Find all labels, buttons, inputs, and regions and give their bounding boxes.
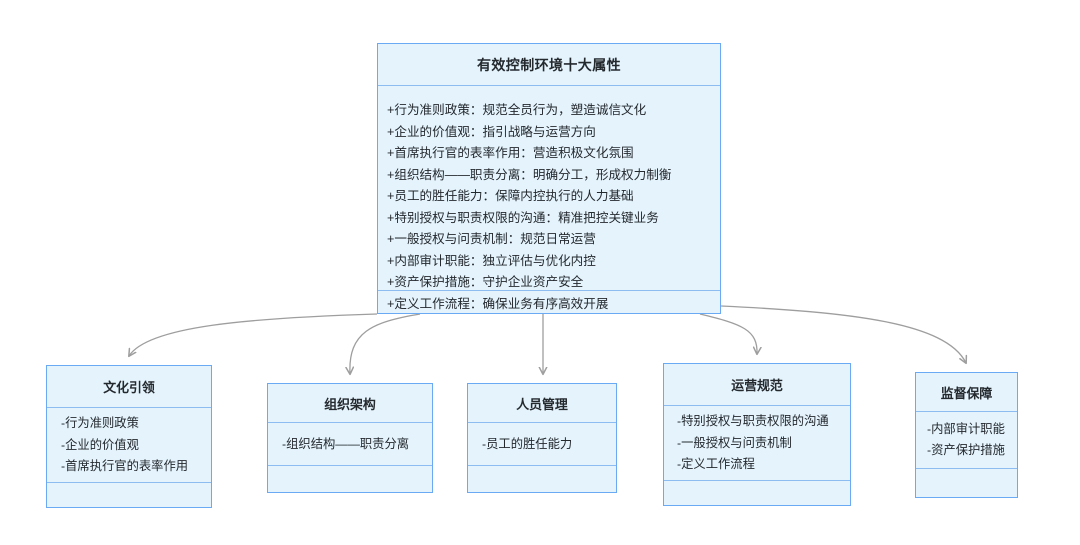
node-culture-item: -行为准则政策 — [61, 416, 139, 431]
node-people-item: -员工的胜任能力 — [482, 436, 573, 451]
node-ops-item: -特别授权与职责权限的沟通 — [677, 414, 829, 429]
root-item: +内部审计职能：独立评估与优化内控 — [387, 253, 596, 268]
node-ops-header: 运营规范 — [664, 364, 850, 407]
node-people[interactable]: 人员管理 -员工的胜任能力 — [467, 383, 617, 493]
node-culture-item: -首席执行官的表率作用 — [61, 459, 189, 474]
node-org-footer — [268, 466, 432, 492]
root-item: +行为准则政策：规范全员行为，塑造诚信文化 — [387, 103, 647, 117]
node-culture-footer — [47, 483, 211, 507]
connector-root-to-org — [350, 313, 421, 374]
node-people-body: -员工的胜任能力 — [468, 423, 616, 467]
node-people-header: 人员管理 — [468, 384, 616, 424]
connector-root-to-ops — [699, 313, 757, 354]
node-ops-item: -一般授权与问责机制 — [677, 435, 792, 450]
node-supervision-item: -内部审计职能 — [927, 421, 1005, 436]
root-node[interactable]: 有效控制环境十大属性 +行为准则政策：规范全员行为，塑造诚信文化 +企业的价值观… — [377, 43, 721, 314]
node-ops[interactable]: 运营规范 -特别授权与职责权限的沟通 -一般授权与问责机制 -定义工作流程 — [663, 363, 851, 506]
node-supervision[interactable]: 监督保障 -内部审计职能 -资产保护措施 — [915, 372, 1018, 498]
connector-root-to-culture — [129, 313, 378, 356]
node-culture-body: -行为准则政策 -企业的价值观 -首席执行官的表率作用 — [47, 408, 211, 484]
root-item: +一般授权与问责机制：规范日常运营 — [387, 232, 596, 246]
node-ops-footer — [664, 481, 850, 505]
root-item: +首席执行官的表率作用：营造积极文化氛围 — [387, 146, 634, 160]
root-node-footer — [378, 291, 720, 313]
node-ops-body: -特别授权与职责权限的沟通 -一般授权与问责机制 -定义工作流程 — [664, 406, 850, 482]
node-supervision-header: 监督保障 — [916, 373, 1017, 413]
node-org-header: 组织架构 — [268, 384, 432, 424]
root-node-body: +行为准则政策：规范全员行为，塑造诚信文化 +企业的价值观：指引战略与运营方向 … — [378, 86, 720, 311]
root-node-header: 有效控制环境十大属性 — [378, 44, 720, 86]
node-culture-header: 文化引领 — [47, 366, 211, 409]
node-culture[interactable]: 文化引领 -行为准则政策 -企业的价值观 -首席执行官的表率作用 — [46, 365, 212, 508]
node-culture-item: -企业的价值观 — [61, 437, 139, 452]
node-people-footer — [468, 466, 616, 492]
root-item: +组织结构——职责分离：明确分工，形成权力制衡 — [387, 167, 672, 182]
root-item: +企业的价值观：指引战略与运营方向 — [387, 124, 596, 139]
node-org-body: -组织结构——职责分离 — [268, 423, 432, 467]
node-supervision-footer — [916, 469, 1017, 497]
root-item: +资产保护措施：守护企业资产安全 — [387, 275, 584, 289]
node-org-item: -组织结构——职责分离 — [282, 436, 410, 451]
root-item: +员工的胜任能力：保障内控执行的人力基础 — [387, 189, 634, 203]
root-item: +定义工作流程：确保业务有序高效开展 — [387, 296, 609, 311]
root-item: +特别授权与职责权限的沟通：精准把控关键业务 — [387, 210, 659, 225]
node-supervision-item: -资产保护措施 — [927, 443, 1005, 458]
node-supervision-body: -内部审计职能 -资产保护措施 — [916, 412, 1017, 470]
connector-root-to-supervision — [720, 305, 966, 363]
node-ops-item: -定义工作流程 — [677, 457, 755, 472]
node-org[interactable]: 组织架构 -组织结构——职责分离 — [267, 383, 433, 493]
